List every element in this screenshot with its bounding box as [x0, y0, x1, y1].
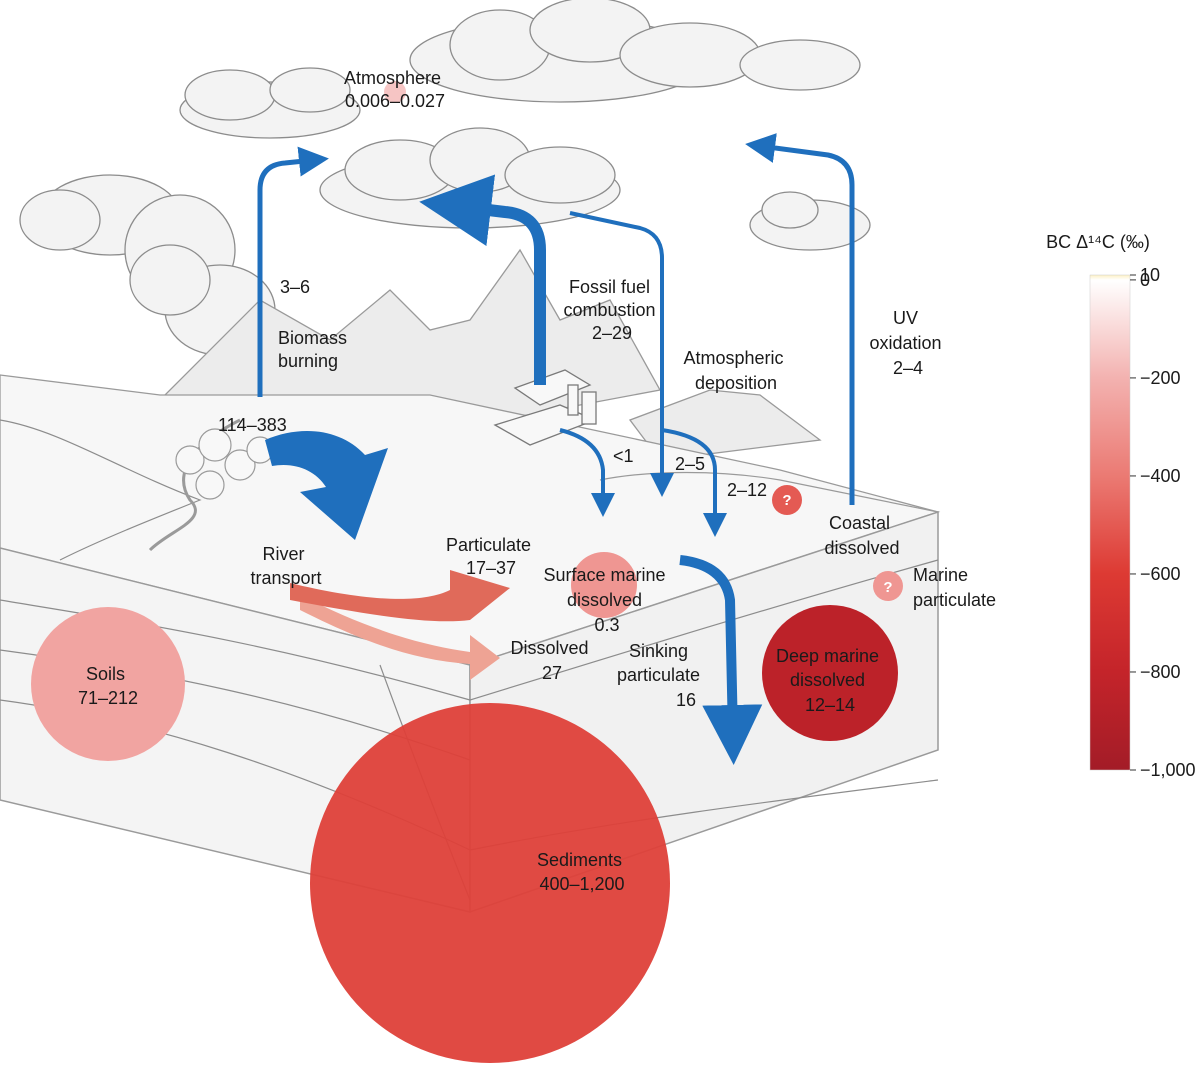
legend-color-bar: [1089, 274, 1131, 771]
legend: BC Δ¹⁴C (‰) 100 −200 −400 −600 −800 −1,000: [1046, 232, 1195, 780]
surface-marine-label: Surface marine dissolved 0.3: [543, 565, 670, 635]
river-dissolved-label: Dissolved 27: [510, 638, 593, 683]
land-deposition-value: <1: [613, 446, 634, 466]
biomass-flux-label: 3–6: [280, 277, 310, 297]
soils-label: Soils 71–212: [78, 664, 138, 708]
sinking-particulate-label: Sinking particulate 16: [617, 641, 705, 710]
river-particulate-arrow: [290, 570, 510, 622]
land-deposition-arrow: [559, 428, 615, 517]
surface-marine-reservoir: [571, 552, 637, 618]
atmosphere-label: Atmosphere 0.006–0.027: [344, 68, 446, 111]
flux-arrows: [257, 133, 855, 765]
sediments-label: Sediments 400–1,200: [537, 850, 627, 894]
cloud-right: [749, 191, 871, 251]
biomass-production-arrow: [265, 431, 388, 540]
trees: [175, 428, 274, 500]
clouds: [19, 0, 871, 356]
smoke-plume: [19, 174, 276, 356]
legend-title: BC Δ¹⁴C (‰): [1046, 232, 1150, 252]
factory: [493, 369, 597, 446]
cloud-top: [409, 0, 861, 103]
marine-particulate-reservoir: [873, 571, 903, 601]
legend-tick-label: −200: [1140, 368, 1181, 388]
legend-tick-label: 0: [1140, 270, 1150, 290]
sediments-reservoir: [310, 703, 670, 1063]
marine-question-mark: ?: [883, 579, 892, 596]
fossil-fuel-arrow: [419, 174, 546, 385]
reservoirs: [31, 81, 903, 1063]
legend-tick-label: −600: [1140, 564, 1181, 584]
river-arrows: [290, 570, 510, 680]
river-dissolved-arrow: [300, 595, 500, 680]
river-particulate-label: Particulate 17–37: [446, 535, 536, 578]
atm-deposition-label: Atmospheric deposition: [683, 348, 788, 393]
legend-ticks: 100 −200 −400 −600 −800 −1,000: [1130, 265, 1196, 780]
atm-deposition-main-arrow: [569, 211, 674, 497]
soils-reservoir: [31, 607, 185, 761]
legend-tick-label: −800: [1140, 662, 1181, 682]
atmosphere-reservoir: [384, 81, 406, 103]
surface-deposition-value: 2–5: [675, 454, 705, 474]
labels: Atmosphere 0.006–0.027 3–6 Biomass burni…: [78, 68, 996, 894]
sinking-particulate-arrow: [679, 555, 763, 765]
biomass-burning-label: Biomass burning: [278, 328, 352, 371]
coastline: [599, 471, 939, 513]
coastal-dissolved-label: Coastal dissolved: [824, 513, 899, 558]
deep-marine-label: Deep marine dissolved 12–14: [776, 646, 884, 715]
cloud-left-top: [179, 67, 361, 139]
biomass-production-label: 114–383: [218, 415, 287, 435]
legend-tick-label: −400: [1140, 466, 1181, 486]
marine-particulate-label: Marine particulate: [913, 565, 996, 610]
biomass-burning-arrow: [257, 146, 329, 397]
coastal-question-mark: ?: [782, 492, 791, 509]
coastal-deposition-value: 2–12: [727, 480, 767, 500]
deep-marine-reservoir: [762, 605, 898, 741]
fossil-fuel-label: Fossil fuel combustion 2–29: [563, 277, 660, 343]
legend-tick-label: 10: [1140, 265, 1160, 285]
atm-deposition-branch-arrow: [661, 428, 727, 537]
coastal-dissolved-reservoir: [772, 485, 802, 515]
river-transport-label: River transport: [250, 544, 321, 588]
uv-oxidation-arrow: [745, 133, 855, 505]
legend-tick-label: −1,000: [1140, 760, 1196, 780]
uv-oxidation-label: UV oxidation 2–4: [869, 308, 946, 378]
